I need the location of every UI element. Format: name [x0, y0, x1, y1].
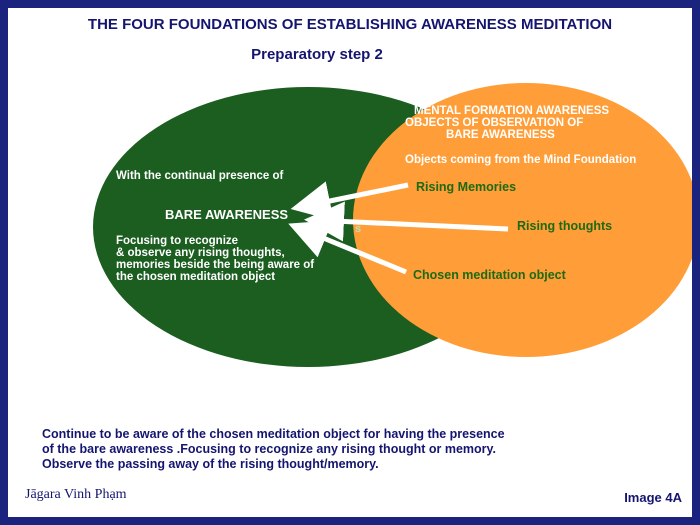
- mental-formation-heading-3: BARE AWARENESS: [446, 129, 555, 141]
- chosen-object-label: Chosen meditation object: [413, 268, 566, 282]
- slide: THE FOUR FOUNDATIONS OF ESTABLISHING AWA…: [8, 8, 692, 517]
- rising-thoughts-label: Rising thoughts: [517, 219, 613, 233]
- focus-line-1: Focusing to recognize: [116, 235, 239, 247]
- objects-label: Objects coming from the Mind Foundation: [405, 154, 637, 166]
- fragment-label: s: [355, 223, 362, 235]
- focus-line-3: memories beside the being aware of: [116, 259, 315, 271]
- arrow-memories: [290, 181, 409, 221]
- image-label: Image 4A: [624, 490, 682, 505]
- arrow-chosen-object: [288, 220, 407, 275]
- venn-diagram: [93, 83, 692, 367]
- bottom-line-1: Continue to be aware of the chosen medit…: [42, 427, 505, 441]
- mental-formation-heading-2: OBJECTS OF OBSERVATION OF: [405, 117, 584, 129]
- arrow-thoughts: [304, 201, 509, 242]
- bottom-description: Continue to be aware of the chosen medit…: [42, 427, 642, 472]
- presence-label: With the continual presence of: [116, 170, 284, 182]
- bottom-line-3: Observe the passing away of the rising t…: [42, 457, 379, 471]
- author-name: Jāgara Vinh Phạm: [25, 487, 127, 502]
- bare-awareness-label: BARE AWARENESS: [165, 207, 289, 222]
- orange-ellipse: [353, 83, 692, 357]
- mental-formation-heading-1: MENTAL FORMATION AWARENESS: [414, 105, 610, 117]
- bottom-line-2: of the bare awareness .Focusing to recog…: [42, 442, 497, 456]
- rising-memories-label: Rising Memories: [416, 180, 517, 194]
- slide-subtitle: Preparatory step 2: [251, 46, 383, 63]
- focus-line-2: & observe any rising thoughts,: [116, 247, 285, 259]
- focus-line-4: the chosen meditation object: [116, 271, 276, 283]
- slide-title: THE FOUR FOUNDATIONS OF ESTABLISHING AWA…: [87, 16, 613, 33]
